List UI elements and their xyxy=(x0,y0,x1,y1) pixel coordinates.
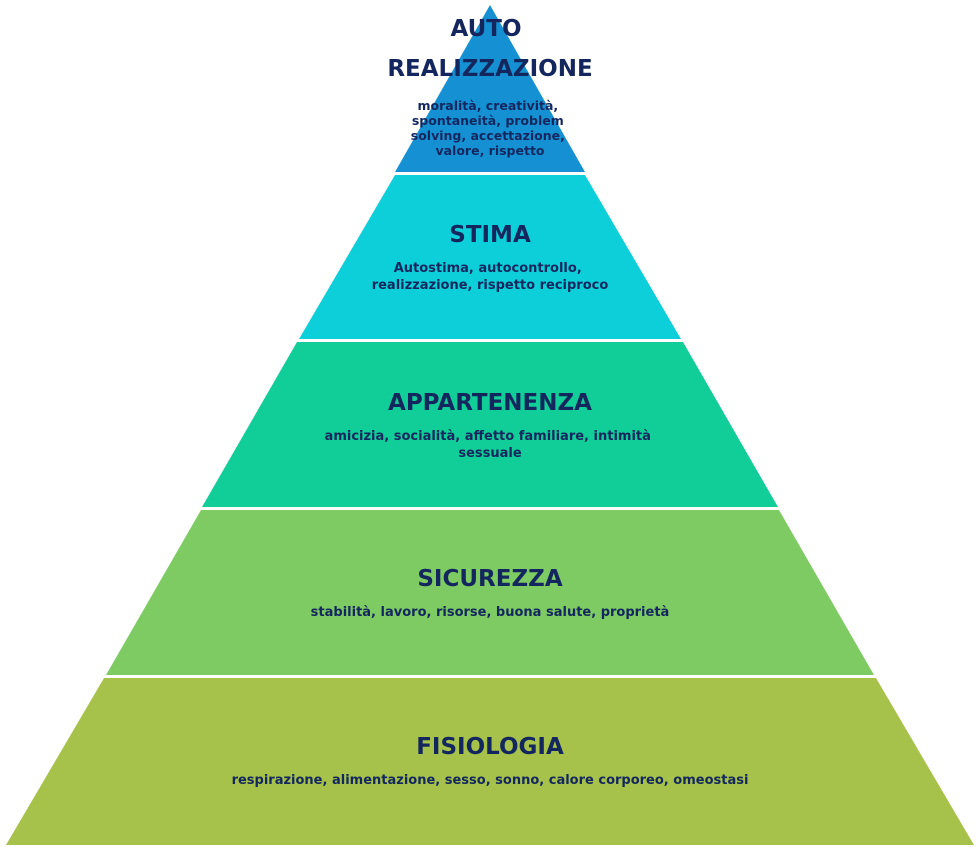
level-sicurezza-desc: stabilità, lavoro, risorse, buona salute… xyxy=(311,605,670,620)
level-appartenenza-desc-line-1: amicizia, socialità, affetto familiare, … xyxy=(325,429,651,444)
level-fisiologia-desc-line-1: respirazione, alimentazione, sesso, sonn… xyxy=(232,773,749,788)
level-autorealizzazione-title: AUTO REALIZZAZIONE xyxy=(387,16,592,82)
level-autorealizzazione-desc-line-2: spontaneità, problem xyxy=(412,113,564,128)
level-fisiologia: FISIOLOGIA respirazione, alimentazione, … xyxy=(6,678,974,845)
level-autorealizzazione-desc-line-1: moralità, creatività, xyxy=(418,98,559,113)
level-stima-desc-line-1: Autostima, autocontrollo, xyxy=(394,261,582,276)
level-sicurezza-desc-line-1: stabilità, lavoro, risorse, buona salute… xyxy=(311,605,670,620)
level-autorealizzazione-shape xyxy=(395,5,585,172)
level-stima-title-line-1: STIMA xyxy=(449,222,531,248)
level-fisiologia-desc: respirazione, alimentazione, sesso, sonn… xyxy=(232,773,749,788)
level-stima-desc-line-2: realizzazione, rispetto reciproco xyxy=(372,278,609,293)
level-appartenenza-desc: amicizia, socialità, affetto familiare, … xyxy=(325,429,656,461)
level-appartenenza-title-line-1: APPARTENENZA xyxy=(388,390,592,416)
level-autorealizzazione-desc-line-4: valore, rispetto xyxy=(435,143,544,158)
level-autorealizzazione-desc-line-3: solving, accettazione, xyxy=(411,128,565,143)
level-autorealizzazione-title-line-2: REALIZZAZIONE xyxy=(387,56,592,82)
level-sicurezza: SICUREZZA stabilità, lavoro, risorse, bu… xyxy=(106,510,874,675)
level-appartenenza-shape xyxy=(202,342,778,507)
level-appartenenza-desc-line-2: sessuale xyxy=(458,446,522,461)
level-appartenenza: APPARTENENZA amicizia, socialità, affett… xyxy=(202,342,778,507)
level-fisiologia-title: FISIOLOGIA xyxy=(416,734,564,760)
level-stima-desc: Autostima, autocontrollo, realizzazione,… xyxy=(372,261,609,293)
level-sicurezza-shape xyxy=(106,510,874,675)
level-sicurezza-title-line-1: SICUREZZA xyxy=(417,566,562,592)
level-stima: STIMA Autostima, autocontrollo, realizza… xyxy=(299,175,681,339)
level-fisiologia-title-line-1: FISIOLOGIA xyxy=(416,734,564,760)
level-autorealizzazione: AUTO REALIZZAZIONE moralità, creatività,… xyxy=(387,5,593,172)
level-sicurezza-title: SICUREZZA xyxy=(417,566,562,592)
level-appartenenza-title: APPARTENENZA xyxy=(388,390,592,416)
level-stima-title: STIMA xyxy=(449,222,531,248)
level-autorealizzazione-title-line-1: AUTO xyxy=(450,16,521,42)
level-fisiologia-shape xyxy=(6,678,974,845)
level-stima-shape xyxy=(299,175,681,339)
level-autorealizzazione-desc: moralità, creatività, spontaneità, probl… xyxy=(411,98,569,158)
